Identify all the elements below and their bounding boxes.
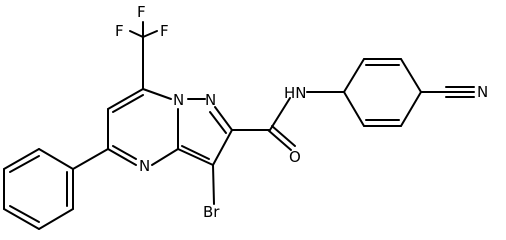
bond-c2-c3: [212, 129, 233, 166]
bond-ar1: [343, 58, 365, 93]
pyrimidine-ring: [107, 88, 179, 166]
bond-ph3-inner: [9, 205, 40, 223]
bond-c7-c6: [107, 88, 144, 110]
bond-c5-n4-inner: [112, 145, 137, 160]
trifluoromethyl-group: [129, 21, 158, 90]
atom-f-top: F: [137, 3, 146, 21]
bond-cf-left: [129, 30, 144, 38]
bond-c5-phenyl: [72, 148, 109, 170]
bond-ph3: [3, 208, 40, 230]
bond-ph6: [38, 148, 74, 170]
pyrazole-ring: [177, 98, 233, 205]
bond-c3-c3a-inner: [181, 145, 210, 160]
atom-br: Br: [203, 203, 220, 221]
bond-c5-n4: [107, 148, 137, 166]
atom-n-amide: HN: [284, 84, 307, 102]
bond-n-c2: [214, 106, 233, 131]
bond-c-o-1: [267, 129, 292, 151]
atom-n-pyrazole: N: [205, 91, 216, 109]
atom-n-bridgehead: N: [173, 91, 184, 109]
bond-n4-c3a: [151, 148, 179, 166]
atom-o-carbonyl: O: [289, 148, 301, 166]
bond-ar4: [400, 91, 422, 127]
bond-ph5: [3, 148, 40, 170]
atom-n-nitrile: N: [477, 83, 488, 101]
structure-canvas: F F F N N N HN O Br N: [3, 3, 488, 230]
bond-ar3: [400, 58, 422, 93]
atom-f-left: F: [115, 22, 124, 40]
bond-c7-n: [142, 88, 172, 100]
bond-ar6: [343, 91, 365, 127]
bond-c-o-2: [271, 125, 296, 147]
bond-ph2: [38, 208, 74, 230]
bond-c3-c3a: [177, 148, 214, 166]
phenyl-ring: [3, 148, 109, 230]
bond-cf-right: [142, 30, 158, 38]
bond-carbonyl-n: [269, 97, 291, 131]
bond-ph5-inner: [9, 155, 40, 173]
bond-n-c2-inner: [209, 111, 227, 134]
atom-n-pyrimidine: N: [139, 157, 150, 175]
cyanophenyl-ring: [343, 58, 475, 127]
amide-group: [231, 91, 345, 151]
bond-c7-c6-inner: [112, 94, 144, 113]
chemical-structure: F F F N N N HN O Br N: [3, 3, 488, 230]
atom-f-right: F: [160, 22, 169, 40]
bond-c3-br: [212, 164, 215, 205]
